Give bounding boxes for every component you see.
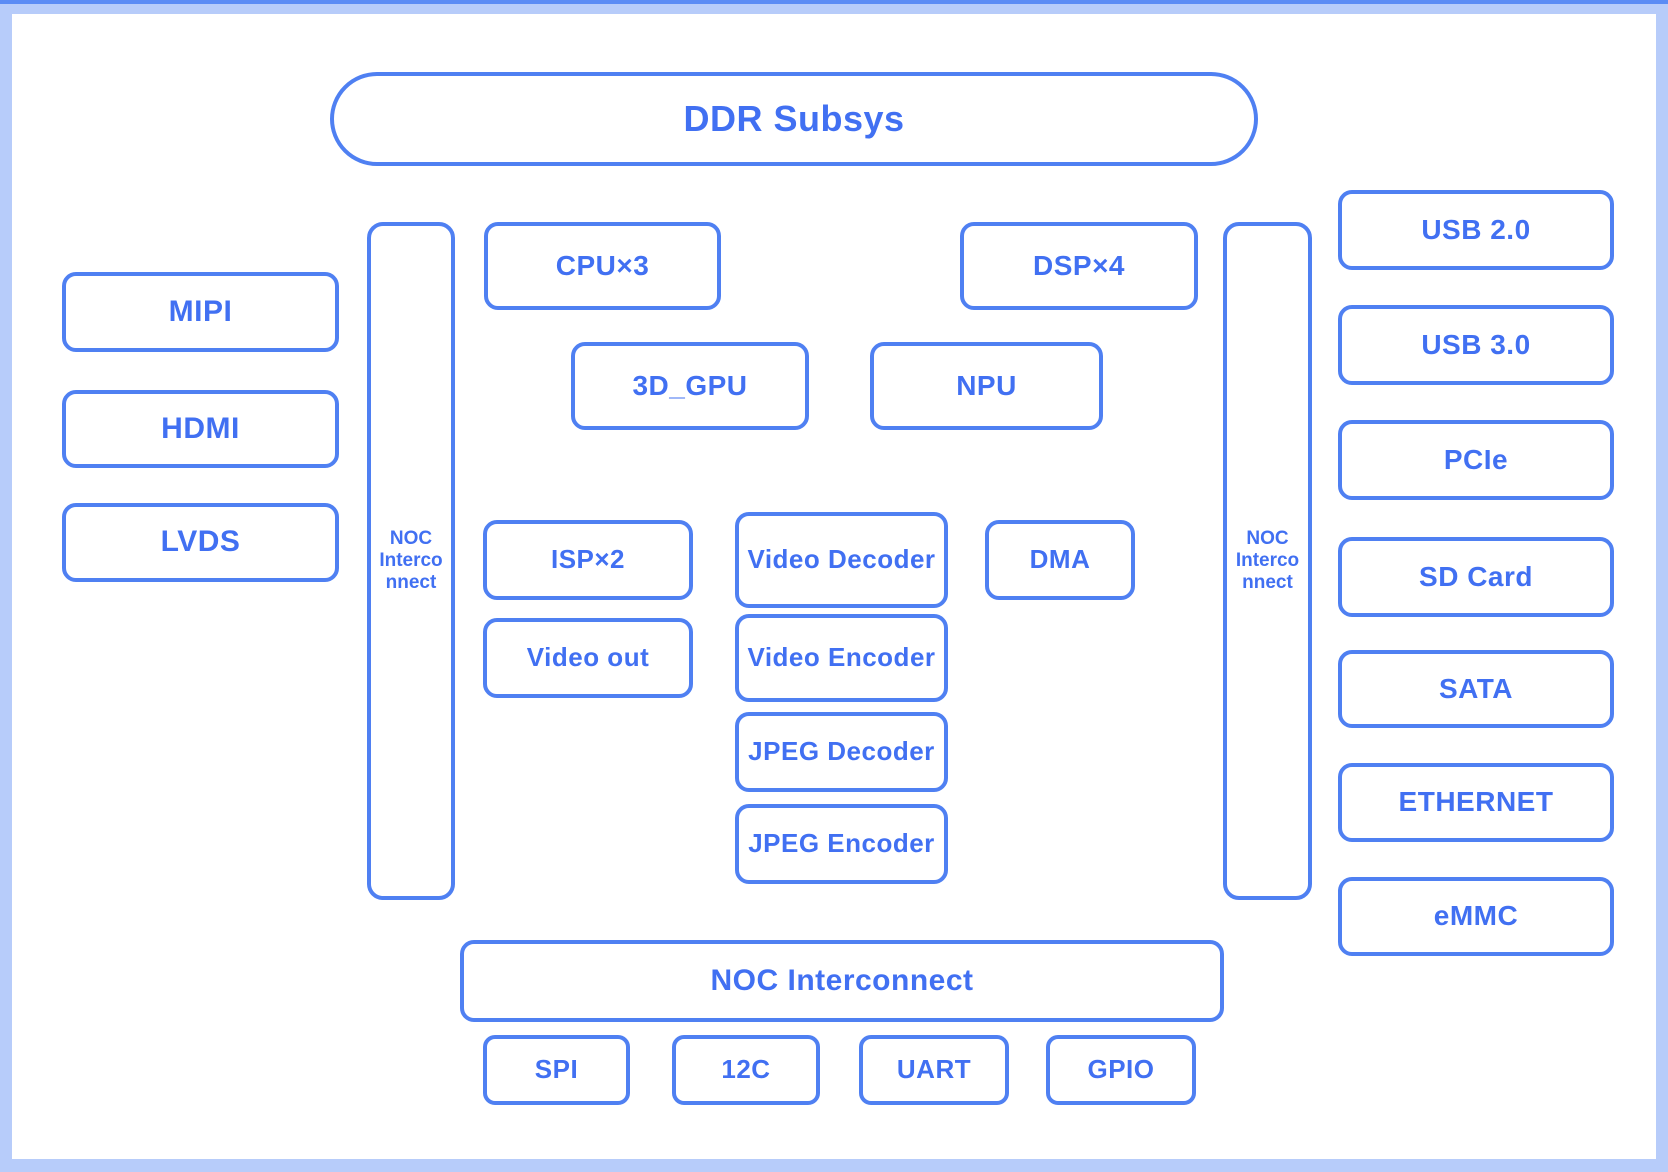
block-gpio: GPIO <box>1046 1035 1196 1105</box>
block-dsp: DSP×4 <box>960 222 1198 310</box>
block-ddr-subsys: DDR Subsys <box>330 72 1258 166</box>
noc-left-line-3: nnect <box>385 571 437 593</box>
block-spi: SPI <box>483 1035 630 1105</box>
block-sd-card: SD Card <box>1338 537 1614 617</box>
noc-left-line-1: NOC <box>389 528 433 550</box>
block-isp: ISP×2 <box>483 520 693 600</box>
noc-right-line-3: nnect <box>1242 571 1293 593</box>
block-ethernet: ETHERNET <box>1338 763 1614 842</box>
block-lvds: LVDS <box>62 503 339 582</box>
noc-left-line-2: Interco <box>379 550 443 572</box>
block-uart: UART <box>859 1035 1009 1105</box>
block-cpu: CPU×3 <box>484 222 721 310</box>
block-video-decoder: Video Decoder <box>735 512 948 608</box>
block-3d-gpu: 3D_GPU <box>571 342 809 430</box>
block-sata: SATA <box>1338 650 1614 728</box>
block-emmc: eMMC <box>1338 877 1614 956</box>
block-video-encoder: Video Encoder <box>735 614 948 702</box>
block-video-out: Video out <box>483 618 693 698</box>
block-usb-2-0: USB 2.0 <box>1338 190 1614 270</box>
block-noc-interconnect-right: NOC Interco nnect <box>1223 222 1312 900</box>
block-mipi: MIPI <box>62 272 339 352</box>
block-noc-interconnect-bottom: NOC Interconnect <box>460 940 1224 1022</box>
block-12c: 12C <box>672 1035 820 1105</box>
block-usb-3-0: USB 3.0 <box>1338 305 1614 385</box>
block-jpeg-encoder: JPEG Encoder <box>735 804 948 884</box>
block-npu: NPU <box>870 342 1103 430</box>
block-noc-interconnect-left: NOC Interco nnect <box>367 222 455 900</box>
block-hdmi: HDMI <box>62 390 339 468</box>
window-top-accent-line <box>0 0 1668 4</box>
block-jpeg-decoder: JPEG Decoder <box>735 712 948 792</box>
block-pcie: PCIe <box>1338 420 1614 500</box>
noc-right-line-2: Interco <box>1235 550 1300 572</box>
noc-right-line-1: NOC <box>1246 528 1289 550</box>
block-dma: DMA <box>985 520 1135 600</box>
